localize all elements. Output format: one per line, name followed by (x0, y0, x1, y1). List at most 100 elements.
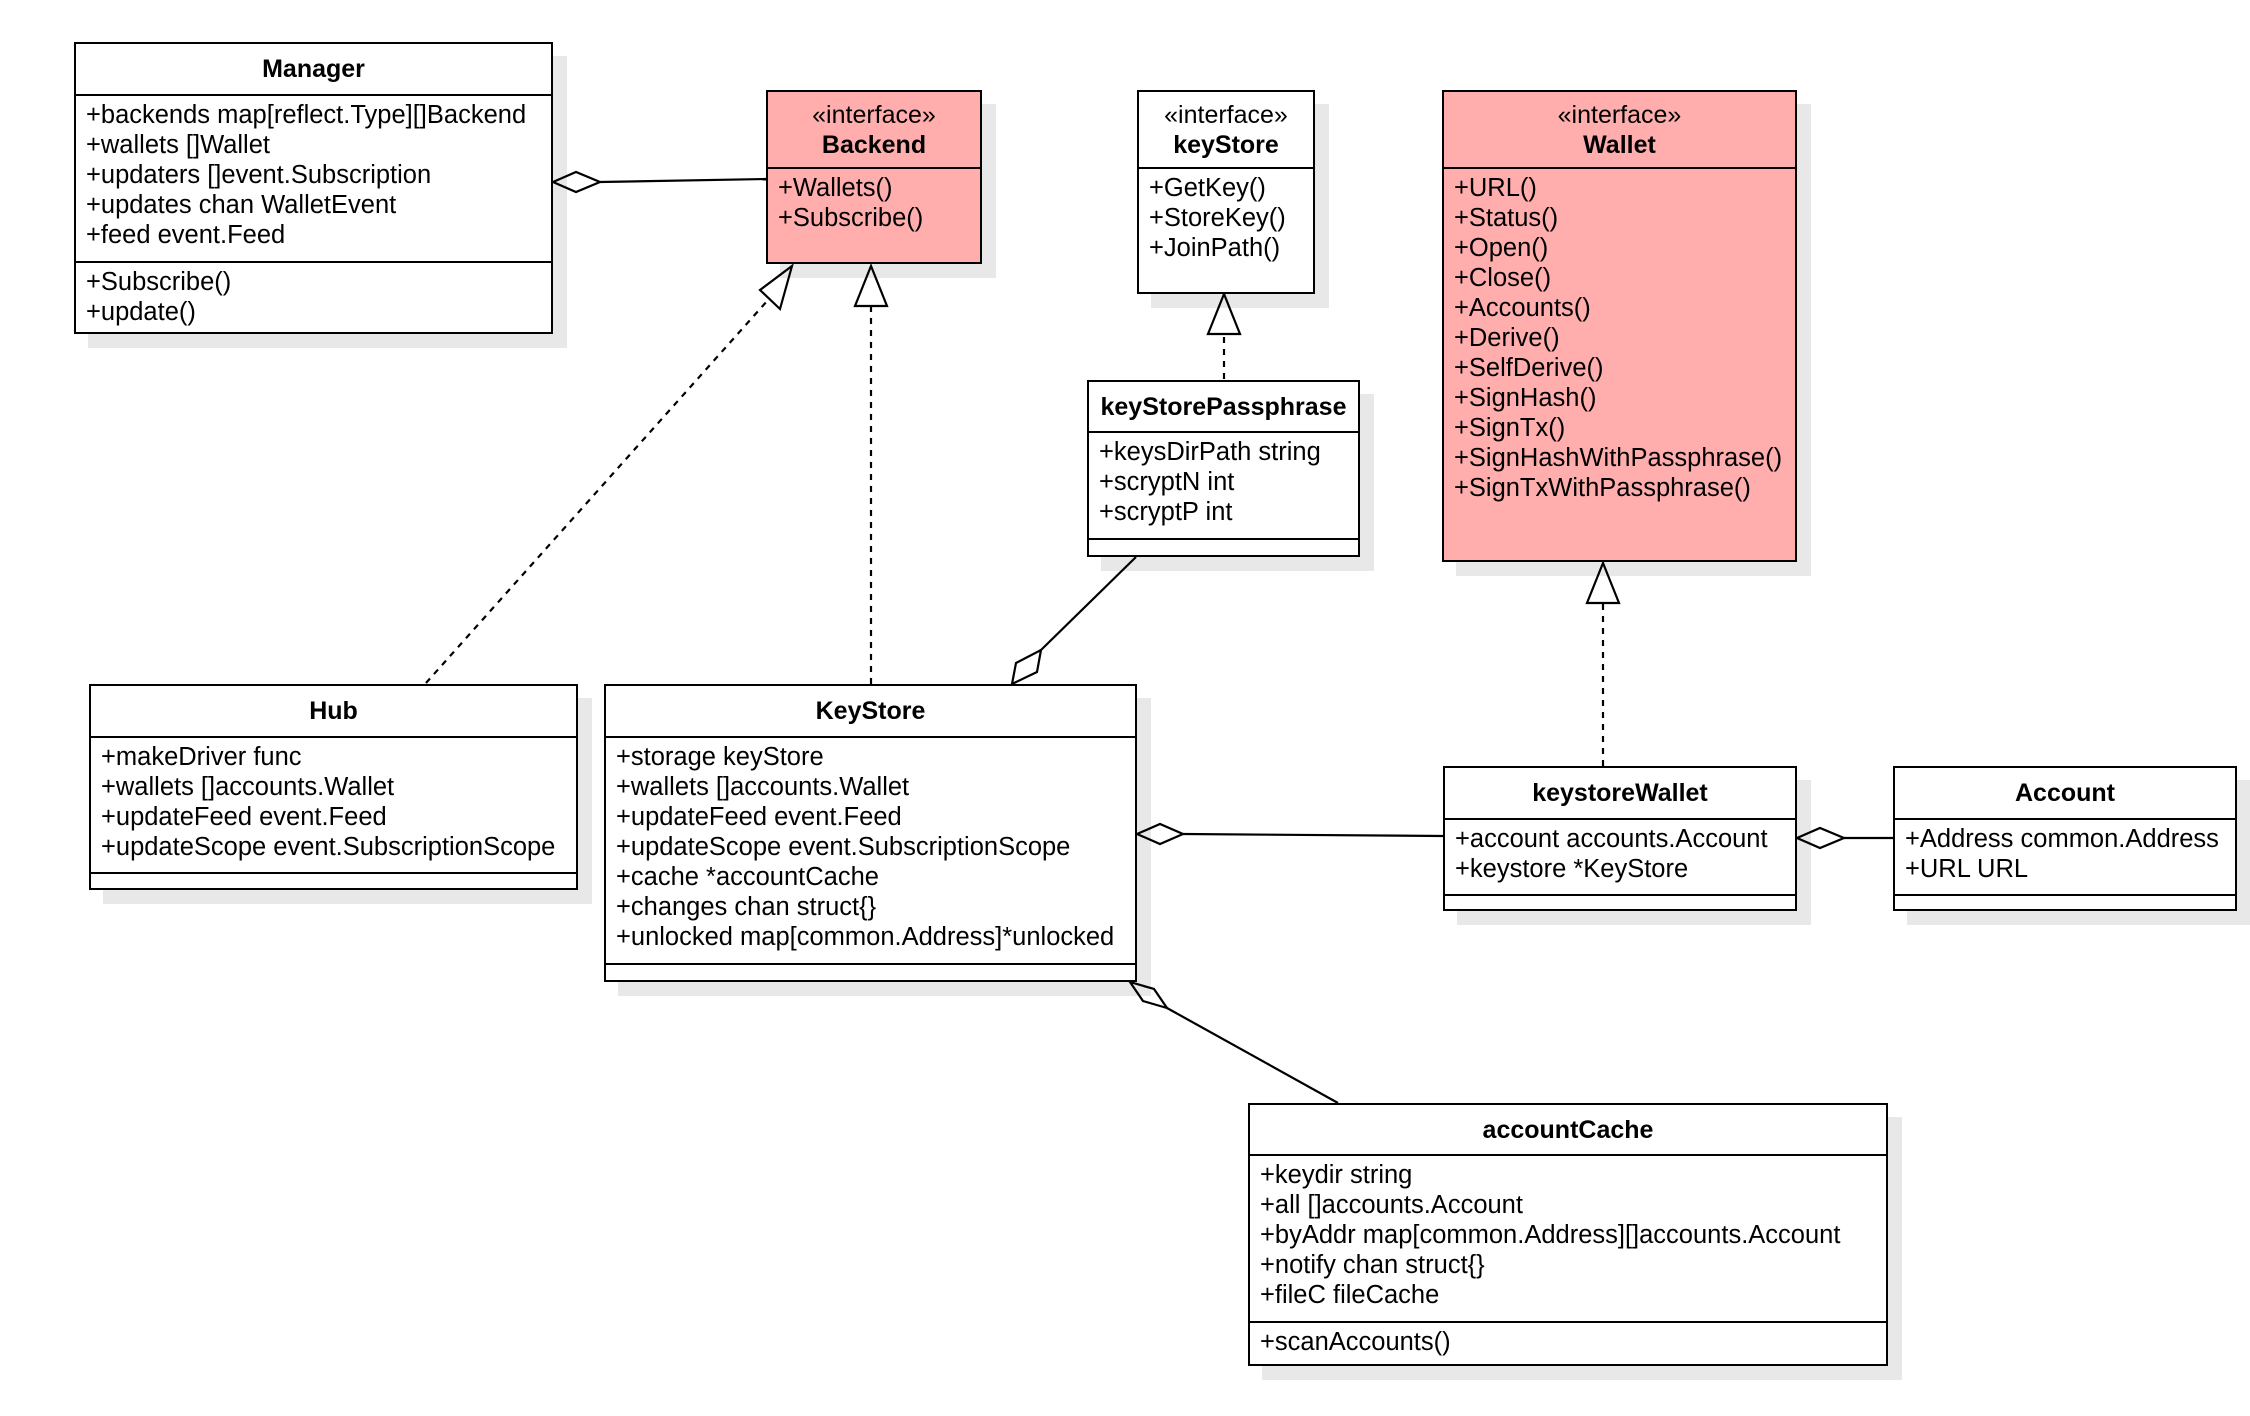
class-account[interactable]: Account +Address common.Address +URL URL (1893, 766, 2237, 911)
attribute-section: +makeDriver func +wallets []accounts.Wal… (91, 738, 576, 874)
class-header: accountCache (1250, 1105, 1886, 1156)
aggregation-diamond (1127, 980, 1170, 1010)
attribute: +cache *accountCache (616, 863, 879, 891)
method: +JoinPath() (1149, 234, 1281, 262)
class-header: «interface» keyStore (1139, 92, 1313, 169)
attribute-section: +keydir string +all []accounts.Account +… (1250, 1156, 1886, 1323)
attribute: +unlocked map[common.Address]*unlocked (616, 923, 1115, 951)
class-keystorepassphrase[interactable]: keyStorePassphrase +keysDirPath string +… (1087, 380, 1360, 557)
interface-wallet[interactable]: «interface» Wallet +URL() +Status() +Ope… (1442, 90, 1797, 562)
attribute: +updates chan WalletEvent (86, 191, 397, 219)
attribute-section: +storage keyStore +wallets []accounts.Wa… (606, 738, 1135, 965)
attribute: +updateFeed event.Feed (101, 803, 387, 831)
attribute: +wallets []accounts.Wallet (101, 773, 395, 801)
class-keystorewallet[interactable]: keystoreWallet +account accounts.Account… (1443, 766, 1797, 911)
attribute: +changes chan struct{} (616, 893, 877, 921)
class-header: Hub (91, 686, 576, 738)
class-header: keystoreWallet (1445, 768, 1795, 820)
method: +Wallets() (778, 174, 893, 202)
method: +Status() (1454, 204, 1559, 232)
method: +Open() (1454, 234, 1549, 262)
attribute-section: +account accounts.Account +keystore *Key… (1445, 820, 1795, 896)
method-section: +Subscribe() +update() (76, 263, 551, 327)
class-header: keyStorePassphrase (1089, 382, 1358, 433)
class-name: KeyStore (815, 697, 926, 725)
method-section: +URL() +Status() +Open() +Close() +Accou… (1444, 169, 1795, 503)
class-name: keystoreWallet (1532, 779, 1708, 807)
method: +SignHash() (1454, 384, 1597, 412)
method: +scanAccounts() (1260, 1328, 1451, 1356)
class-name: Wallet (1583, 130, 1656, 159)
attribute: +backends map[reflect.Type][]Backend (86, 101, 527, 129)
attribute: +wallets []accounts.Wallet (616, 773, 910, 801)
attribute: +account accounts.Account (1455, 825, 1768, 853)
class-name: Backend (821, 130, 927, 159)
aggregation-diamond (1134, 822, 1186, 846)
class-name: Hub (309, 697, 358, 725)
hub-backend-realization (425, 299, 769, 684)
class-header: Manager (76, 44, 551, 96)
keystore-accountcache-aggregation (1166, 1007, 1339, 1104)
attribute: +updateScope event.SubscriptionScope (101, 833, 556, 861)
class-header: «interface» Wallet (1444, 92, 1795, 169)
attribute-section: +keysDirPath string +scryptN int +scrypt… (1089, 433, 1358, 540)
class-name: accountCache (1482, 1115, 1654, 1144)
attribute: +byAddr map[common.Address][]accounts.Ac… (1260, 1221, 1841, 1249)
class-keystore[interactable]: KeyStore +storage keyStore +wallets []ac… (604, 684, 1137, 982)
class-name: keyStorePassphrase (1100, 392, 1347, 421)
stereotype: «interface» (1164, 100, 1288, 129)
realization-arrowhead (1206, 291, 1242, 336)
method: +SignTx() (1454, 414, 1566, 442)
method: +update() (86, 298, 196, 326)
class-header: «interface» Backend (768, 92, 980, 169)
passphrase-keystore-aggregation (1040, 556, 1137, 651)
method: +StoreKey() (1149, 204, 1286, 232)
class-header: Account (1895, 768, 2235, 820)
method-section: +Wallets() +Subscribe() (768, 169, 980, 233)
attribute: +feed event.Feed (86, 221, 286, 249)
attribute: +URL URL (1905, 855, 2029, 883)
attribute: +updateScope event.SubscriptionScope (616, 833, 1071, 861)
class-accountcache[interactable]: accountCache +keydir string +all []accou… (1248, 1103, 1888, 1366)
attribute-section: +backends map[reflect.Type][]Backend +wa… (76, 96, 551, 263)
attribute: +keystore *KeyStore (1455, 855, 1689, 883)
method: +SelfDerive() (1454, 354, 1604, 382)
attribute: +updaters []event.Subscription (86, 161, 432, 189)
attribute: +updateFeed event.Feed (616, 803, 902, 831)
attribute: +storage keyStore (616, 743, 824, 771)
keystore-keystorewallet-aggregation (1182, 832, 1444, 838)
attribute: +notify chan struct{} (1260, 1251, 1485, 1279)
class-name: Account (2015, 779, 2115, 807)
class-name: Manager (262, 55, 365, 83)
interface-backend[interactable]: «interface» Backend +Wallets() +Subscrib… (766, 90, 982, 264)
method-section: +scanAccounts() (1250, 1323, 1886, 1357)
attribute: +all []accounts.Account (1260, 1191, 1523, 1219)
aggregation-diamond (1010, 647, 1043, 686)
method: +Subscribe() (778, 204, 924, 232)
class-hub[interactable]: Hub +makeDriver func +wallets []accounts… (89, 684, 578, 890)
attribute-section: +Address common.Address +URL URL (1895, 820, 2235, 896)
realization-arrowhead (1585, 560, 1621, 605)
method: +SignHashWithPassphrase() (1454, 444, 1783, 472)
attribute: +keydir string (1260, 1161, 1413, 1189)
attribute: +keysDirPath string (1099, 438, 1321, 466)
class-header: KeyStore (606, 686, 1135, 738)
method: +URL() (1454, 174, 1537, 202)
method: +Accounts() (1454, 294, 1591, 322)
attribute: +wallets []Wallet (86, 131, 270, 159)
class-manager[interactable]: Manager +backends map[reflect.Type][]Bac… (74, 42, 553, 334)
realization-arrowhead (853, 263, 889, 308)
stereotype: «interface» (1557, 100, 1682, 129)
aggregation-diamond (550, 170, 603, 194)
attribute: +makeDriver func (101, 743, 302, 771)
method: +Subscribe() (86, 268, 232, 296)
attribute: +fileC fileCache (1260, 1281, 1440, 1309)
method: +SignTxWithPassphrase() (1454, 474, 1751, 502)
attribute: +scryptP int (1099, 498, 1233, 526)
attribute: +scryptN int (1099, 468, 1235, 496)
method-section: +GetKey() +StoreKey() +JoinPath() (1139, 169, 1313, 263)
manager-backend-aggregation (599, 177, 767, 184)
interface-keystore[interactable]: «interface» keyStore +GetKey() +StoreKey… (1137, 90, 1315, 294)
stereotype: «interface» (812, 100, 936, 129)
